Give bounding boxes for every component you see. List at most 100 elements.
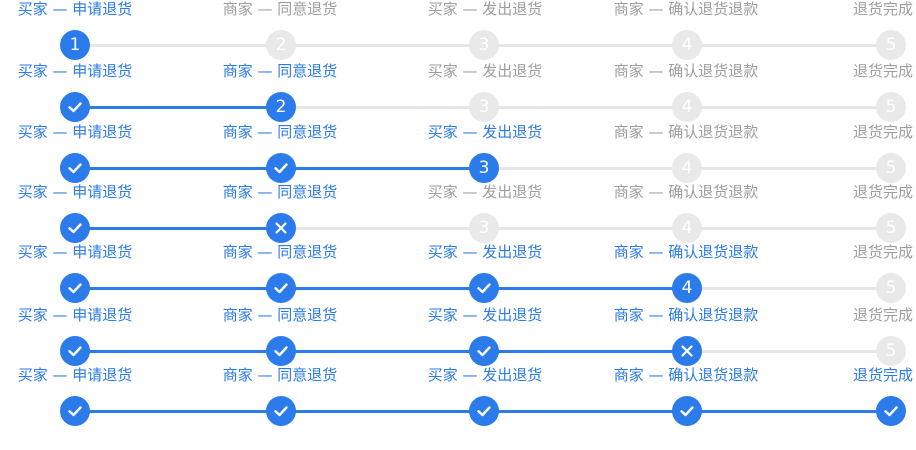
step-node-done	[672, 396, 702, 426]
step-number: 2	[275, 35, 287, 55]
step-number: 2	[275, 97, 287, 117]
check-icon	[680, 406, 694, 417]
step-node-done	[60, 336, 90, 366]
step-label-merchant-approve-return: 商家 — 同意退货	[222, 0, 338, 18]
step-number: 4	[681, 97, 693, 117]
step-node-pending: 4	[672, 213, 702, 243]
step-label-buyer-ship-return: 买家 — 发出退货	[427, 243, 543, 261]
stepper-row-6: 买家 — 申请退货 商家 — 同意退货 买家 — 发出退货 商家 — 确认退货退款 退货…	[0, 306, 916, 366]
stepper-row-7: 买家 — 申请退货商家 — 同意退货买家 — 发出退货商家 — 确认退货退款退货…	[0, 366, 916, 426]
step-node-pending: 5	[876, 92, 906, 122]
step-label-buyer-ship-return: 买家 — 发出退货	[427, 306, 543, 324]
step-label-merchant-confirm-refund: 商家 — 确认退货退款	[613, 366, 759, 384]
step-node-done	[60, 92, 90, 122]
step-label-return-complete: 退货完成	[852, 0, 914, 18]
step-node-done	[60, 273, 90, 303]
step-node-done	[266, 273, 296, 303]
step-label-buyer-ship-return: 买家 — 发出退货	[427, 0, 543, 18]
step-label-merchant-confirm-refund: 商家 — 确认退货退款	[613, 183, 759, 201]
step-number: 1	[69, 35, 81, 55]
step-label-return-complete: 退货完成	[852, 243, 914, 261]
step-label-buyer-ship-return: 买家 — 发出退货	[427, 62, 543, 80]
step-label-buyer-request-return: 买家 — 申请退货	[17, 306, 133, 324]
step-number: 4	[681, 278, 693, 298]
step-label-return-complete: 退货完成	[852, 183, 914, 201]
step-number: 5	[885, 158, 897, 178]
close-icon	[681, 345, 693, 357]
step-label-buyer-request-return: 买家 — 申请退货	[17, 62, 133, 80]
step-node-failed	[672, 336, 702, 366]
step-node-done	[60, 153, 90, 183]
step-label-merchant-confirm-refund: 商家 — 确认退货退款	[613, 62, 759, 80]
step-node-pending: 4	[672, 92, 702, 122]
step-label-merchant-confirm-refund: 商家 — 确认退货退款	[613, 306, 759, 324]
check-icon	[68, 283, 82, 294]
step-node-done	[469, 336, 499, 366]
step-label-merchant-approve-return: 商家 — 同意退货	[222, 306, 338, 324]
step-number: 3	[478, 35, 490, 55]
step-label-merchant-confirm-refund: 商家 — 确认退货退款	[613, 123, 759, 141]
stepper-row-3: 买家 — 申请退货商家 — 同意退货买家 — 发出退货商家 — 确认退货退款退货…	[0, 123, 916, 183]
step-label-buyer-request-return: 买家 — 申请退货	[17, 0, 133, 18]
check-icon	[68, 163, 82, 174]
stepper-row-5: 买家 — 申请退货 商家 — 同意退货 买家 — 发出退货 商家 — 确认退货退款 退货…	[0, 243, 916, 303]
step-node-done	[266, 336, 296, 366]
step-node-pending: 5	[876, 336, 906, 366]
step-node-pending: 5	[876, 213, 906, 243]
step-node-current: 2	[266, 92, 296, 122]
step-label-buyer-request-return: 买家 — 申请退货	[17, 123, 133, 141]
progress-track-filled	[75, 349, 687, 353]
check-icon	[274, 283, 288, 294]
step-node-pending: 4	[672, 153, 702, 183]
step-node-pending: 5	[876, 153, 906, 183]
progress-track-filled	[75, 226, 281, 230]
step-number: 3	[478, 218, 490, 238]
step-label-buyer-ship-return: 买家 — 发出退货	[427, 123, 543, 141]
step-node-done	[469, 396, 499, 426]
step-number: 5	[885, 341, 897, 361]
step-number: 4	[681, 218, 693, 238]
step-node-done	[876, 396, 906, 426]
step-node-current: 1	[60, 30, 90, 60]
step-label-merchant-approve-return: 商家 — 同意退货	[222, 62, 338, 80]
step-label-merchant-approve-return: 商家 — 同意退货	[222, 366, 338, 384]
step-label-merchant-confirm-refund: 商家 — 确认退货退款	[613, 243, 759, 261]
step-node-pending: 3	[469, 92, 499, 122]
step-label-return-complete: 退货完成	[852, 62, 914, 80]
step-node-done	[60, 213, 90, 243]
progress-track-filled	[75, 105, 281, 109]
step-number: 4	[681, 158, 693, 178]
check-icon	[68, 406, 82, 417]
step-node-failed	[266, 213, 296, 243]
step-label-buyer-ship-return: 买家 — 发出退货	[427, 183, 543, 201]
step-node-pending: 3	[469, 213, 499, 243]
step-label-merchant-approve-return: 商家 — 同意退货	[222, 243, 338, 261]
step-label-buyer-request-return: 买家 — 申请退货	[17, 366, 133, 384]
check-icon	[477, 283, 491, 294]
step-node-pending: 3	[469, 30, 499, 60]
step-node-done	[60, 396, 90, 426]
check-icon	[477, 346, 491, 357]
step-node-done	[469, 273, 499, 303]
step-node-pending: 5	[876, 30, 906, 60]
close-icon	[275, 222, 287, 234]
step-number: 3	[478, 158, 490, 178]
step-label-buyer-request-return: 买家 — 申请退货	[17, 243, 133, 261]
step-number: 5	[885, 218, 897, 238]
step-label-return-complete: 退货完成	[852, 366, 914, 384]
step-node-pending: 2	[266, 30, 296, 60]
stepper-row-1: 买家 — 申请退货商家 — 同意退货买家 — 发出退货商家 — 确认退货退款退货…	[0, 0, 916, 60]
step-node-current: 4	[672, 273, 702, 303]
check-icon	[884, 406, 898, 417]
step-number: 4	[681, 35, 693, 55]
progress-track-filled	[75, 286, 687, 290]
check-icon	[274, 163, 288, 174]
step-node-current: 3	[469, 153, 499, 183]
step-label-return-complete: 退货完成	[852, 306, 914, 324]
step-label-return-complete: 退货完成	[852, 123, 914, 141]
step-label-buyer-request-return: 买家 — 申请退货	[17, 183, 133, 201]
step-number: 5	[885, 97, 897, 117]
stepper-row-2: 买家 — 申请退货 商家 — 同意退货 买家 — 发出退货 商家 — 确认退货退款 退货…	[0, 62, 916, 122]
check-icon	[477, 406, 491, 417]
stepper-row-4: 买家 — 申请退货商家 — 同意退货买家 — 发出退货商家 — 确认退货退款退货…	[0, 183, 916, 243]
